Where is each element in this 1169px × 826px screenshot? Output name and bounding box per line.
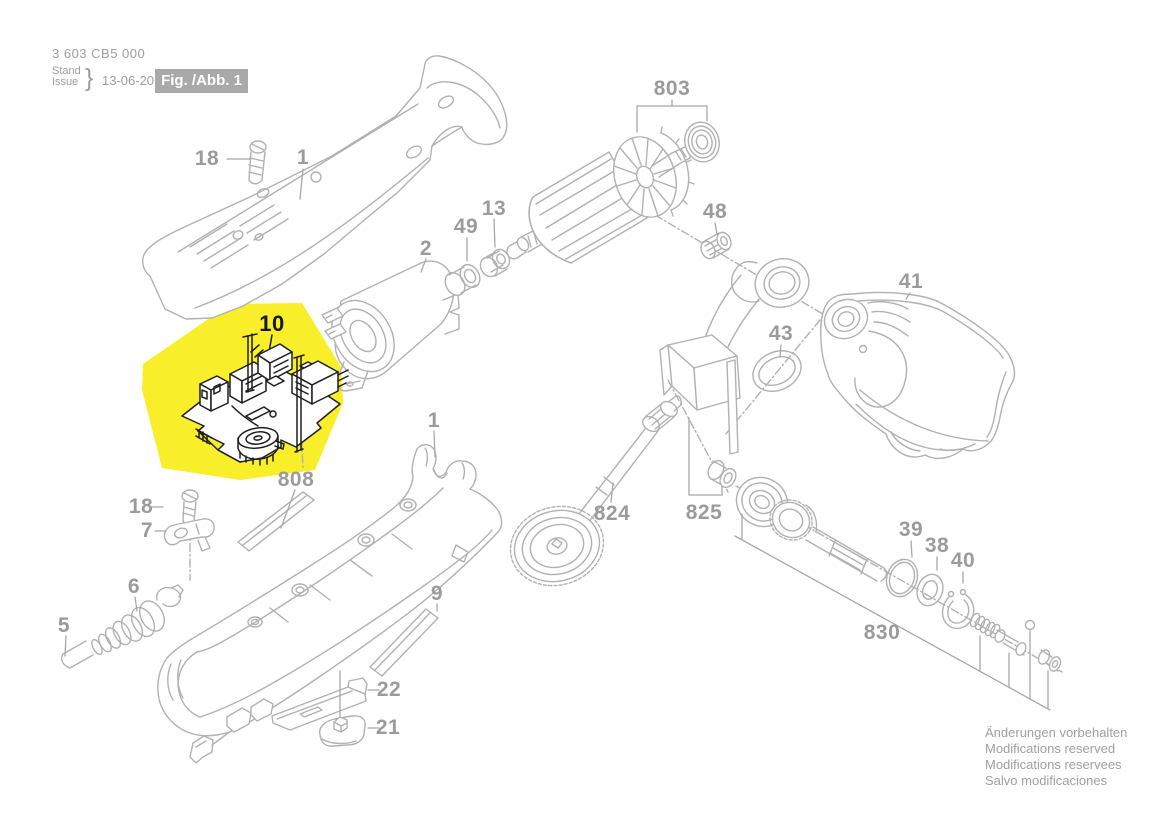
part-label-38: 38 bbox=[924, 534, 950, 557]
part-label-13: 13 bbox=[481, 197, 507, 220]
stand-issue-label: Stand Issue bbox=[52, 66, 81, 88]
label-plate-9-drawing bbox=[369, 608, 439, 677]
bearing-13-drawing bbox=[479, 248, 511, 278]
leader-lines bbox=[64, 99, 1051, 729]
part-label-49: 49 bbox=[453, 215, 479, 238]
part-label-18-top: 18 bbox=[194, 147, 220, 170]
figure-badge: Fig. /Abb. 1 bbox=[155, 69, 248, 93]
notice-line-es: Salvo modificaciones bbox=[985, 773, 1108, 788]
notice-line-fr: Modifications reservees bbox=[985, 757, 1122, 772]
part-label-6: 6 bbox=[127, 575, 141, 598]
issue-label: Issue bbox=[52, 76, 79, 88]
document-part-number: 3 603 CB5 000 bbox=[52, 46, 146, 61]
part-label-10-highlighted: 10 bbox=[259, 311, 285, 336]
part-label-7: 7 bbox=[140, 519, 154, 542]
part-label-39: 39 bbox=[898, 518, 924, 541]
clamp-7-drawing bbox=[163, 518, 215, 552]
part-label-1-top: 1 bbox=[296, 146, 310, 169]
screw-18-bottom-drawing bbox=[181, 489, 199, 526]
switch-module-10-drawing bbox=[181, 333, 349, 466]
label-plate-808-drawing bbox=[237, 491, 315, 552]
part-label-824: 824 bbox=[593, 502, 631, 525]
part-label-41: 41 bbox=[898, 270, 924, 293]
screw-18-top-drawing bbox=[248, 140, 267, 185]
part-label-830: 830 bbox=[863, 621, 901, 644]
gear-arm-drawing bbox=[659, 258, 810, 455]
upper-housing-drawing bbox=[142, 55, 508, 320]
notice-line-en: Modifications reserved bbox=[985, 741, 1116, 756]
bushing-49-drawing bbox=[444, 263, 481, 297]
modifications-notice: Änderungen vorbehalten Modifications res… bbox=[985, 725, 1127, 789]
bearing-803-drawing bbox=[684, 121, 720, 163]
notice-line-de: Änderungen vorbehalten bbox=[985, 725, 1128, 740]
part-label-18-bottom: 18 bbox=[128, 495, 154, 518]
stator-drawing bbox=[321, 260, 460, 392]
part-label-48: 48 bbox=[702, 200, 728, 223]
stand-issue-brace: } bbox=[85, 64, 94, 92]
button-plate-21-drawing bbox=[318, 715, 366, 747]
armature-drawing bbox=[506, 126, 695, 264]
part-label-40: 40 bbox=[950, 549, 976, 572]
part-label-22: 22 bbox=[376, 678, 402, 701]
stand-label: Stand bbox=[52, 65, 81, 77]
small-parts-drawing bbox=[885, 558, 1062, 672]
spindle-group-drawing bbox=[707, 459, 888, 582]
lower-housing-drawing bbox=[157, 444, 503, 737]
issue-date: 13-06-20 bbox=[102, 73, 155, 88]
part-label-2: 2 bbox=[419, 237, 433, 260]
part-label-5: 5 bbox=[57, 614, 71, 637]
pinion-48-drawing bbox=[700, 231, 732, 260]
part-label-808: 808 bbox=[277, 468, 315, 491]
part-label-21: 21 bbox=[375, 716, 401, 739]
part-label-825: 825 bbox=[685, 501, 723, 524]
part-label-1-bottom: 1 bbox=[427, 409, 441, 432]
o-ring-43-drawing bbox=[752, 350, 802, 392]
cover-41-drawing bbox=[820, 291, 1016, 460]
slide-bracket-22-drawing bbox=[189, 677, 368, 764]
shaft-824-drawing bbox=[509, 395, 682, 587]
part-label-9: 9 bbox=[430, 582, 444, 605]
cable-and-sleeve-drawing bbox=[61, 584, 184, 669]
part-label-43: 43 bbox=[768, 322, 794, 345]
part-label-803: 803 bbox=[653, 77, 691, 100]
